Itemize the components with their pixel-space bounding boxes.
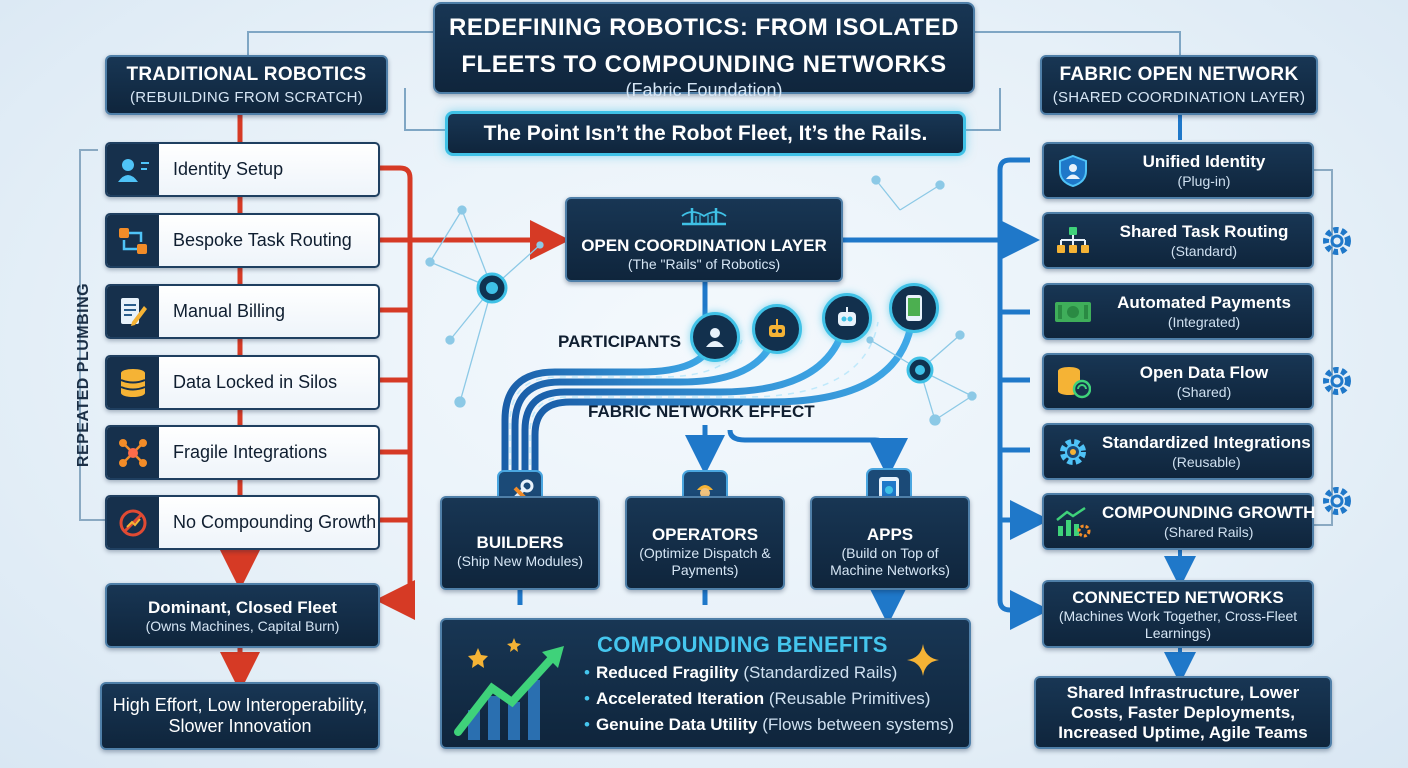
gear-icon	[1044, 435, 1102, 469]
user-card-icon	[107, 144, 159, 195]
money-icon	[1044, 299, 1102, 325]
fabric-item-standardized-integrations: Standardized Integrations(Reusable)	[1042, 423, 1314, 480]
fabric-item-title: Standardized Integrations	[1102, 432, 1311, 452]
fabric-item-title: Automated Payments	[1117, 292, 1291, 312]
tagline-banner: The Point Isn’t the Robot Fleet, It’s th…	[445, 111, 966, 156]
traditional-robotics-header: TRADITIONAL ROBOTICS (REBUILDING FROM SC…	[105, 55, 388, 115]
connected-networks-box: CONNECTED NETWORKS (Machines Work Togeth…	[1042, 580, 1314, 648]
traditional-outcome-box: High Effort, Low Interoperability, Slowe…	[100, 682, 380, 750]
fabric-item-unified-identity: Unified Identity(Plug-in)	[1042, 142, 1314, 199]
gear-icon	[1323, 487, 1351, 515]
robot-arm-icon	[752, 304, 802, 354]
traditional-item-manual-billing: Manual Billing	[105, 284, 380, 339]
main-title-box: REDEFINING ROBOTICS: FROM ISOLATED FLEET…	[433, 2, 975, 100]
benefits-list: •Reduced Fragility (Standardized Rails) …	[584, 660, 954, 738]
traditional-item-label: Identity Setup	[173, 159, 284, 179]
operators-subtitle: (Optimize Dispatch & Payments)	[639, 545, 771, 578]
builders-box: BUILDERS (Ship New Modules)	[440, 496, 600, 590]
operators-box: OPERATORS (Optimize Dispatch & Payments)	[625, 496, 785, 590]
no-growth-icon	[107, 497, 159, 548]
traditional-item-fragile-integrations: Fragile Integrations	[105, 425, 380, 480]
connected-networks-title: CONNECTED NETWORKS	[1072, 587, 1284, 607]
operators-title: OPERATORS	[651, 525, 759, 544]
builders-title: BUILDERS	[476, 533, 564, 552]
benefit-item: •Genuine Data Utility (Flows between sys…	[584, 715, 954, 734]
smartphone-icon	[889, 283, 939, 333]
document-pencil-icon	[107, 286, 159, 337]
closed-fleet-subtitle: (Owns Machines, Capital Burn)	[145, 617, 340, 634]
database-sync-icon	[1044, 365, 1102, 399]
fabric-item-subtitle: (Shared)	[1176, 383, 1232, 400]
fabric-item-open-data-flow: Open Data Flow(Shared)	[1042, 353, 1314, 410]
repeated-plumbing-label: REPEATED PLUMBING	[75, 282, 92, 468]
traditional-subtitle: (REBUILDING FROM SCRATCH)	[129, 89, 364, 106]
person-icon	[690, 312, 740, 362]
growth-arrow-icon	[454, 638, 564, 740]
growth-chart-icon	[1044, 506, 1102, 538]
fabric-network-header: FABRIC OPEN NETWORK (SHARED COORDINATION…	[1040, 55, 1318, 115]
compounding-benefits-box: COMPOUNDING BENEFITS •Reduced Fragility …	[440, 618, 971, 749]
traditional-item-label: Bespoke Task Routing	[173, 230, 352, 250]
participants-label: PARTICIPANTS	[558, 332, 682, 351]
traditional-item-task-routing: Bespoke Task Routing	[105, 213, 380, 268]
traditional-item-no-compounding-growth: No Compounding Growth	[105, 495, 380, 550]
traditional-item-label: Manual Billing	[173, 301, 286, 321]
fabric-item-title: Shared Task Routing	[1119, 221, 1289, 241]
traditional-item-label: Fragile Integrations	[173, 442, 328, 462]
traditional-item-label: Data Locked in Silos	[173, 372, 338, 392]
fabric-item-shared-task-routing: Shared Task Routing(Standard)	[1042, 212, 1314, 269]
fabric-network-effect-label: FABRIC NETWORK EFFECT	[588, 402, 815, 421]
fabric-outcome-box: Shared Infrastructure, Lower Costs, Fast…	[1034, 676, 1332, 749]
fabric-item-subtitle: (Reusable)	[1172, 453, 1241, 470]
main-title-line-1: REDEFINING ROBOTICS: FROM ISOLATED	[449, 14, 959, 41]
open-coordination-layer-box: OPEN COORDINATION LAYER (The "Rails" of …	[565, 197, 843, 282]
closed-fleet-title: Dominant, Closed Fleet	[148, 597, 337, 617]
fabric-title: FABRIC OPEN NETWORK	[1059, 64, 1299, 85]
routing-icon	[107, 215, 159, 266]
fabric-item-title: COMPOUNDING GROWTH	[1102, 502, 1316, 522]
traditional-item-identity-setup: Identity Setup	[105, 142, 380, 197]
closed-fleet-box: Dominant, Closed Fleet (Owns Machines, C…	[105, 583, 380, 648]
traditional-item-label: No Compounding Growth	[173, 512, 377, 532]
fabric-item-subtitle: (Plug-in)	[1177, 172, 1231, 189]
coordination-layer-title: OPEN COORDINATION LAYER	[581, 236, 827, 255]
benefits-title: COMPOUNDING BENEFITS	[597, 632, 888, 657]
builders-subtitle: (Ship New Modules)	[456, 553, 584, 569]
fabric-item-title: Open Data Flow	[1139, 362, 1269, 382]
gear-icon	[1323, 367, 1351, 395]
shield-user-icon	[1044, 154, 1102, 188]
benefit-item: •Accelerated Iteration (Reusable Primiti…	[584, 689, 931, 708]
network-nodes-icon	[107, 427, 159, 478]
benefit-item: •Reduced Fragility (Standardized Rails)	[584, 663, 898, 682]
fabric-item-subtitle: (Shared Rails)	[1163, 523, 1254, 540]
fabric-item-compounding-growth: COMPOUNDING GROWTH(Shared Rails)	[1042, 493, 1316, 550]
bridge-icon	[567, 206, 841, 233]
apps-title: APPS	[866, 525, 914, 544]
connected-networks-subtitle: (Machines Work Together, Cross-Fleet Lea…	[1058, 607, 1298, 641]
fabric-item-subtitle: (Integrated)	[1167, 313, 1241, 330]
main-subtitle: (Fabric Foundation)	[625, 80, 783, 100]
fabric-outcome-text: Shared Infrastructure, Lower Costs, Fast…	[1058, 682, 1308, 742]
database-icon	[107, 357, 159, 408]
fabric-subtitle: (SHARED COORDINATION LAYER)	[1052, 89, 1306, 106]
traditional-item-data-silos: Data Locked in Silos	[105, 355, 380, 410]
apps-box: APPS (Build on Top of Machine Networks)	[810, 496, 970, 590]
hierarchy-icon	[1044, 225, 1102, 257]
traditional-title: TRADITIONAL ROBOTICS	[126, 64, 367, 85]
traditional-outcome-text: High Effort, Low Interoperability, Slowe…	[112, 695, 368, 736]
fabric-item-automated-payments: Automated Payments(Integrated)	[1042, 283, 1314, 340]
fabric-item-subtitle: (Standard)	[1170, 242, 1238, 259]
sparkle-icon	[907, 644, 939, 676]
fabric-item-title: Unified Identity	[1142, 151, 1266, 171]
main-title-line-2: FLEETS TO COMPOUNDING NETWORKS	[461, 51, 947, 78]
apps-subtitle: (Build on Top of Machine Networks)	[830, 545, 950, 578]
coordination-layer-subtitle: (The "Rails" of Robotics)	[627, 256, 781, 272]
gear-icon	[1323, 227, 1351, 255]
robot-head-icon	[822, 293, 872, 343]
